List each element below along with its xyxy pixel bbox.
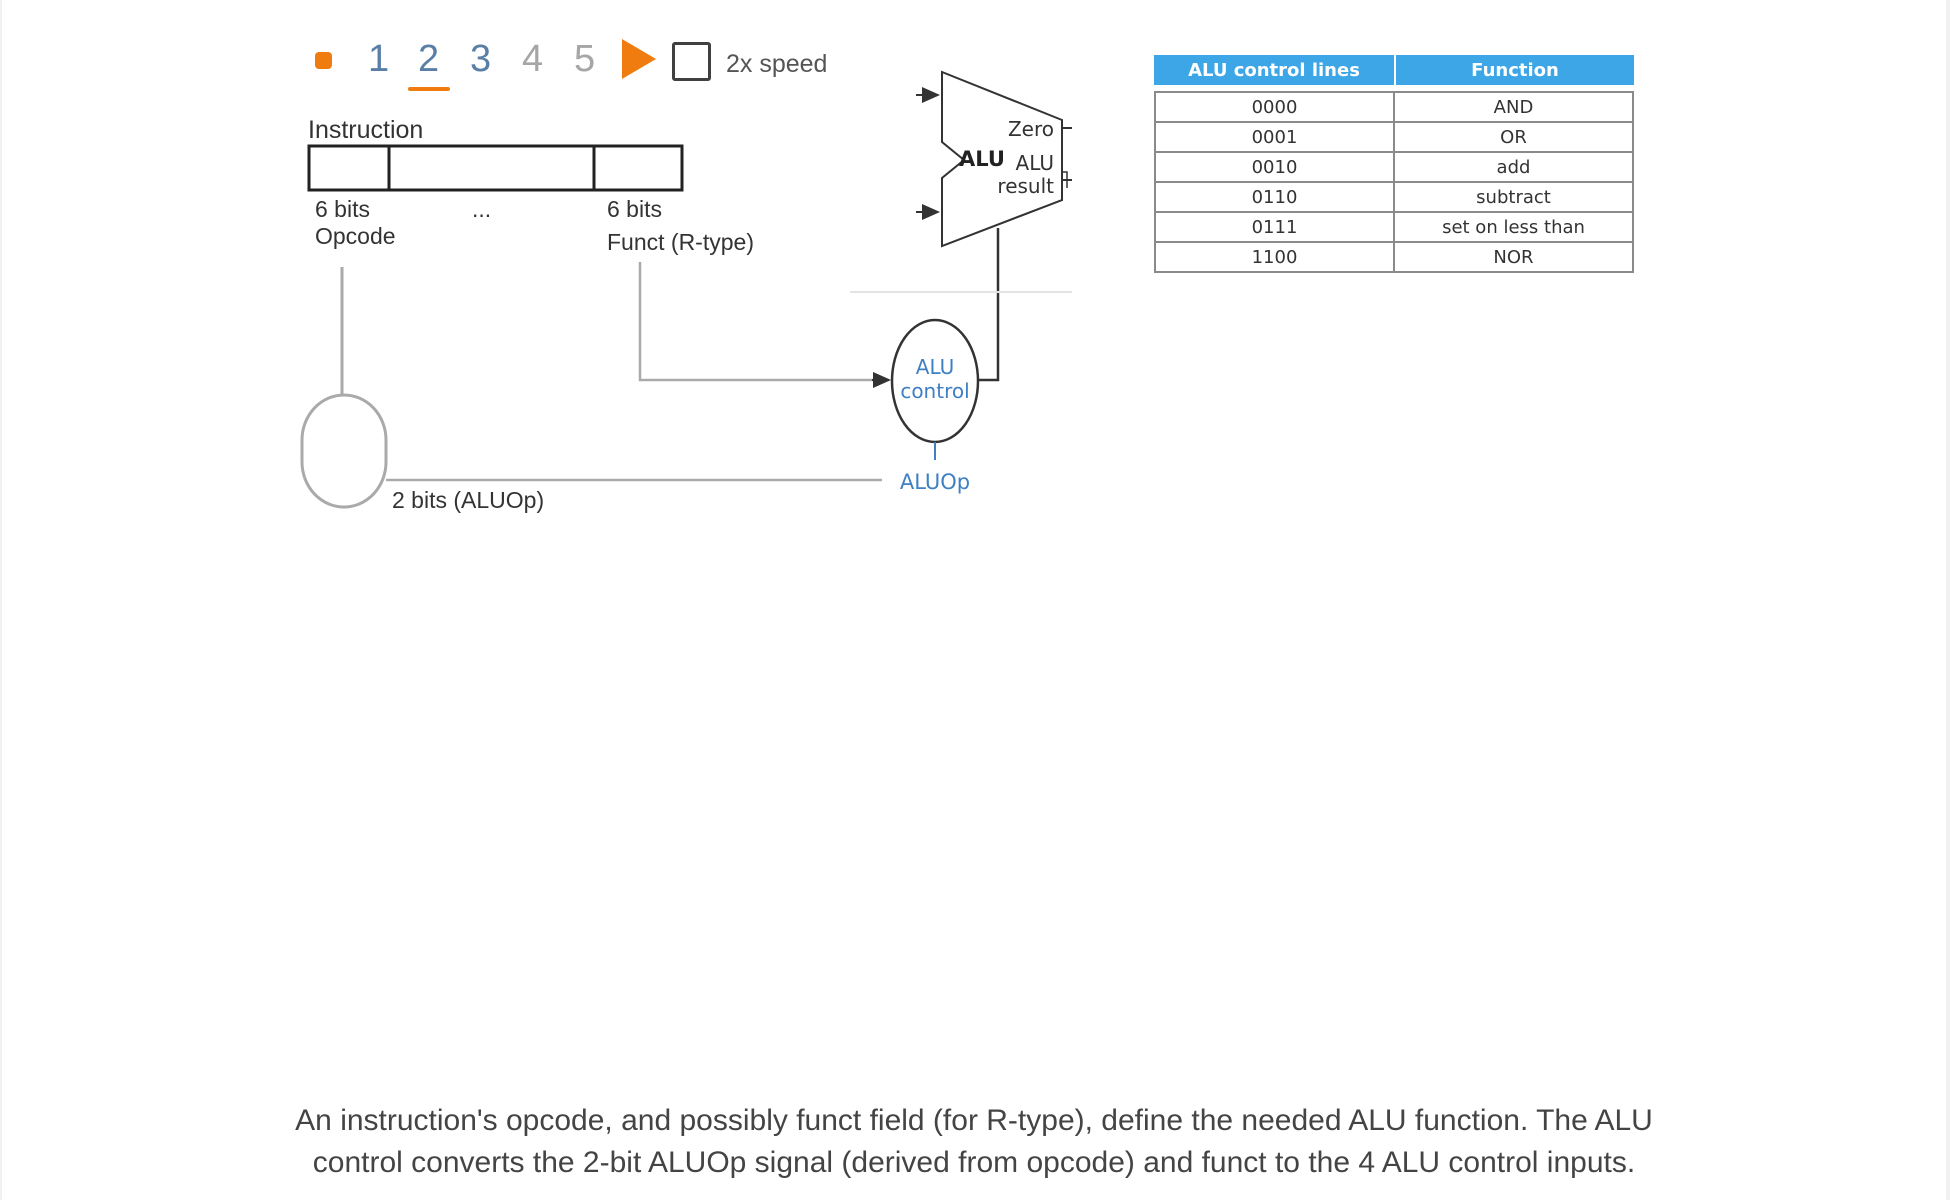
funct-bits-label: 6 bits — [607, 196, 662, 222]
control-lines-cell: 0000 — [1156, 93, 1395, 121]
step-2-button[interactable]: 2 — [418, 38, 440, 80]
control-unit-oval — [300, 393, 388, 509]
table-row: 1100 NOR — [1156, 241, 1632, 271]
field-ellipsis: ... — [472, 196, 491, 222]
control-lines-cell: 0010 — [1156, 153, 1395, 181]
alu-result-label-2: result — [997, 174, 1054, 198]
current-step-indicator — [408, 87, 450, 91]
caption-line-2: control converts the 2-bit ALUOp signal … — [312, 1146, 1636, 1179]
step-4-button[interactable]: 4 — [522, 38, 544, 80]
aluop-label: ALUOp — [900, 470, 970, 494]
play-icon[interactable] — [622, 39, 656, 79]
table-row: 0000 AND — [1156, 93, 1632, 121]
table-row: 0110 subtract — [1156, 181, 1632, 211]
function-cell: AND — [1493, 96, 1534, 118]
control-lines-cell: 0110 — [1156, 183, 1395, 211]
instruction-register — [307, 144, 684, 192]
step-caption: An instruction's opcode, and possibly fu… — [2, 1100, 1946, 1184]
function-cell: NOR — [1493, 246, 1534, 268]
instruction-label: Instruction — [308, 116, 423, 144]
stop-button[interactable] — [315, 52, 332, 69]
function-cell: set on less than — [1442, 216, 1585, 238]
function-cell: subtract — [1476, 186, 1551, 208]
alu-control-diagram: Instruction 6 bits Opcode ... 6 bits Fun… — [300, 70, 1072, 513]
function-cell: OR — [1500, 126, 1527, 148]
funct-wire — [638, 262, 887, 382]
table-row: 0010 add — [1156, 151, 1632, 181]
control-lines-cell: 0111 — [1156, 213, 1395, 241]
speed-checkbox[interactable] — [672, 42, 711, 81]
step-5-button[interactable]: 5 — [574, 38, 596, 80]
alu-control-table: ALU control lines Function 0000 AND 0001… — [1154, 55, 1634, 273]
step-1-button[interactable]: 1 — [368, 38, 390, 80]
step-3-button[interactable]: 3 — [470, 38, 492, 80]
table-row: 0001 OR — [1156, 121, 1632, 151]
alu-result-label-1: ALU — [1016, 151, 1054, 175]
opcode-label: Opcode — [315, 223, 396, 249]
speed-label: 2x speed — [726, 50, 828, 78]
caption-line-1: An instruction's opcode, and possibly fu… — [295, 1104, 1653, 1137]
alu-block — [916, 70, 1072, 248]
zero-output-label: Zero — [1008, 117, 1054, 141]
table-header-row: ALU control lines Function — [1154, 55, 1634, 85]
table-row: 0111 set on less than — [1156, 211, 1632, 241]
control-lines-cell: 1100 — [1156, 243, 1395, 271]
funct-label: Funct (R-type) — [607, 229, 754, 255]
function-cell: add — [1496, 156, 1531, 178]
alu-control-label-1: ALU — [916, 355, 954, 379]
table-body: 0000 AND 0001 OR 0010 add 0110 subtract … — [1154, 91, 1634, 273]
opcode-bits-label: 6 bits — [315, 196, 370, 222]
table-header-function: Function — [1396, 55, 1634, 85]
alu-control-label-2: control — [900, 379, 969, 403]
alu-label: ALU — [959, 147, 1005, 171]
table-header-control-lines: ALU control lines — [1154, 55, 1396, 85]
aluop-bits-label: 2 bits (ALUOp) — [392, 487, 544, 513]
control-lines-cell: 0001 — [1156, 123, 1395, 151]
